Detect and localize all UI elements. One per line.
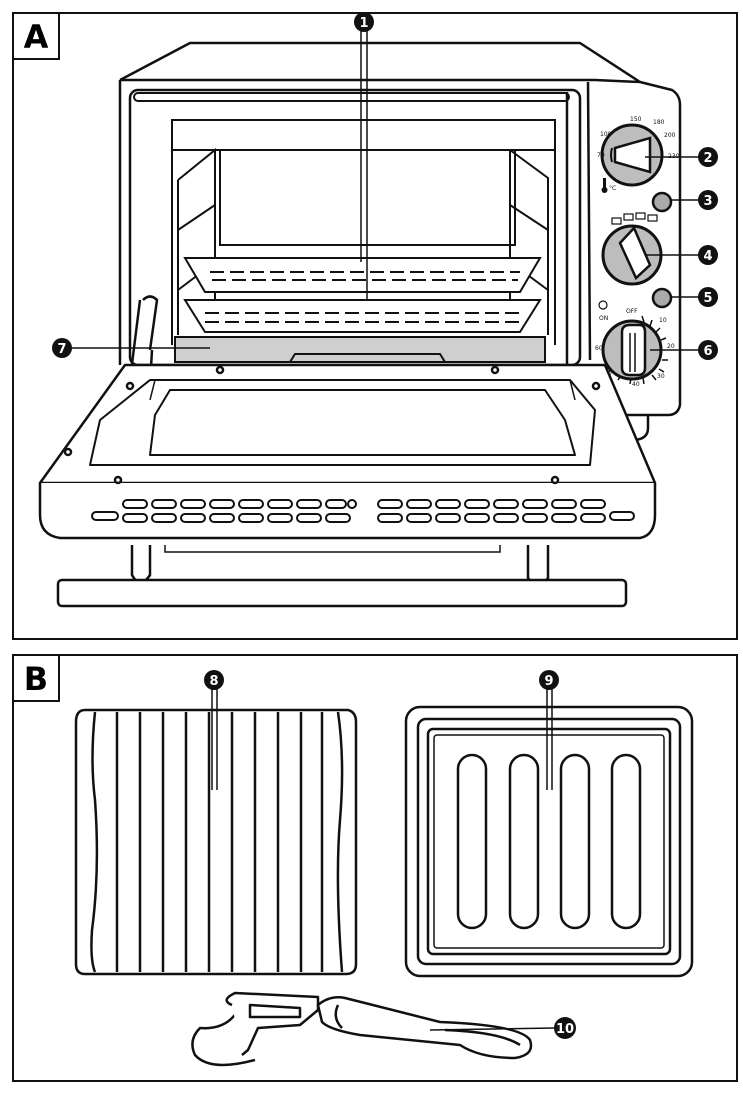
function-knob[interactable] (601, 224, 663, 286)
callout-2: 2 (698, 147, 718, 167)
svg-text:9: 9 (544, 674, 553, 689)
timer-knob[interactable] (601, 319, 663, 381)
temp-tick-70: 70 (597, 152, 605, 159)
oven-door-open (38, 363, 657, 540)
temp-tick-150: 150 (630, 116, 642, 123)
door-legs (56, 545, 628, 608)
callout-4: 4 (698, 245, 718, 265)
leader-lines-a (70, 30, 700, 351)
callout-9: 9 (539, 670, 559, 690)
leader-lines-b (211, 688, 556, 1031)
timer-tick-off: OFF (626, 308, 638, 315)
oven-rack-lower (183, 299, 542, 333)
clock-icon (598, 300, 608, 310)
svg-text:6: 6 (703, 344, 712, 359)
door-vent-slots (91, 499, 635, 523)
svg-text:4: 4 (703, 249, 712, 264)
callout-8: 8 (204, 670, 224, 690)
callout-5: 5 (698, 287, 718, 307)
temp-tick-180: 180 (653, 119, 665, 126)
rack-handle (191, 991, 533, 1067)
timer-on-label: ON (599, 315, 608, 322)
timer-tick-60: 60 (595, 345, 603, 352)
panel-b: B (12, 654, 738, 1082)
temp-tick-100: 100 (600, 131, 612, 138)
power-indicator-light (651, 287, 673, 309)
temperature-indicator-light (651, 191, 673, 213)
svg-text:5: 5 (703, 291, 712, 306)
callout-10: 10 (554, 1017, 576, 1039)
svg-text:10: 10 (556, 1022, 574, 1037)
svg-text:7: 7 (57, 342, 66, 357)
timer-tick-20: 20 (667, 343, 675, 350)
temperature-knob[interactable] (600, 123, 664, 187)
panel-b-letter: B (24, 660, 48, 698)
oven-rack-upper (183, 257, 542, 293)
crumb-tray (174, 336, 546, 363)
wire-grill (74, 708, 358, 976)
svg-text:8: 8 (209, 674, 218, 689)
function-symbols (611, 212, 658, 225)
svg-text:1: 1 (359, 16, 368, 31)
svg-text:2: 2 (703, 151, 712, 166)
temp-tick-200: 200 (664, 132, 676, 139)
timer-tick-40: 40 (632, 381, 640, 388)
svg-text:3: 3 (703, 194, 712, 209)
callout-6: 6 (698, 340, 718, 360)
panel-a-letter: A (24, 18, 49, 56)
timer-tick-10: 10 (659, 317, 667, 324)
panel-b-tag (12, 654, 60, 702)
callout-1: 1 (354, 12, 374, 32)
baking-tray (404, 705, 694, 978)
callout-7: 7 (52, 338, 72, 358)
panel-a-tag (12, 12, 60, 60)
timer-tick-30: 30 (657, 373, 665, 380)
temp-unit: °C (609, 185, 616, 192)
thermometer-icon (601, 178, 608, 193)
callout-3: 3 (698, 190, 718, 210)
panel-a: A (12, 12, 738, 640)
